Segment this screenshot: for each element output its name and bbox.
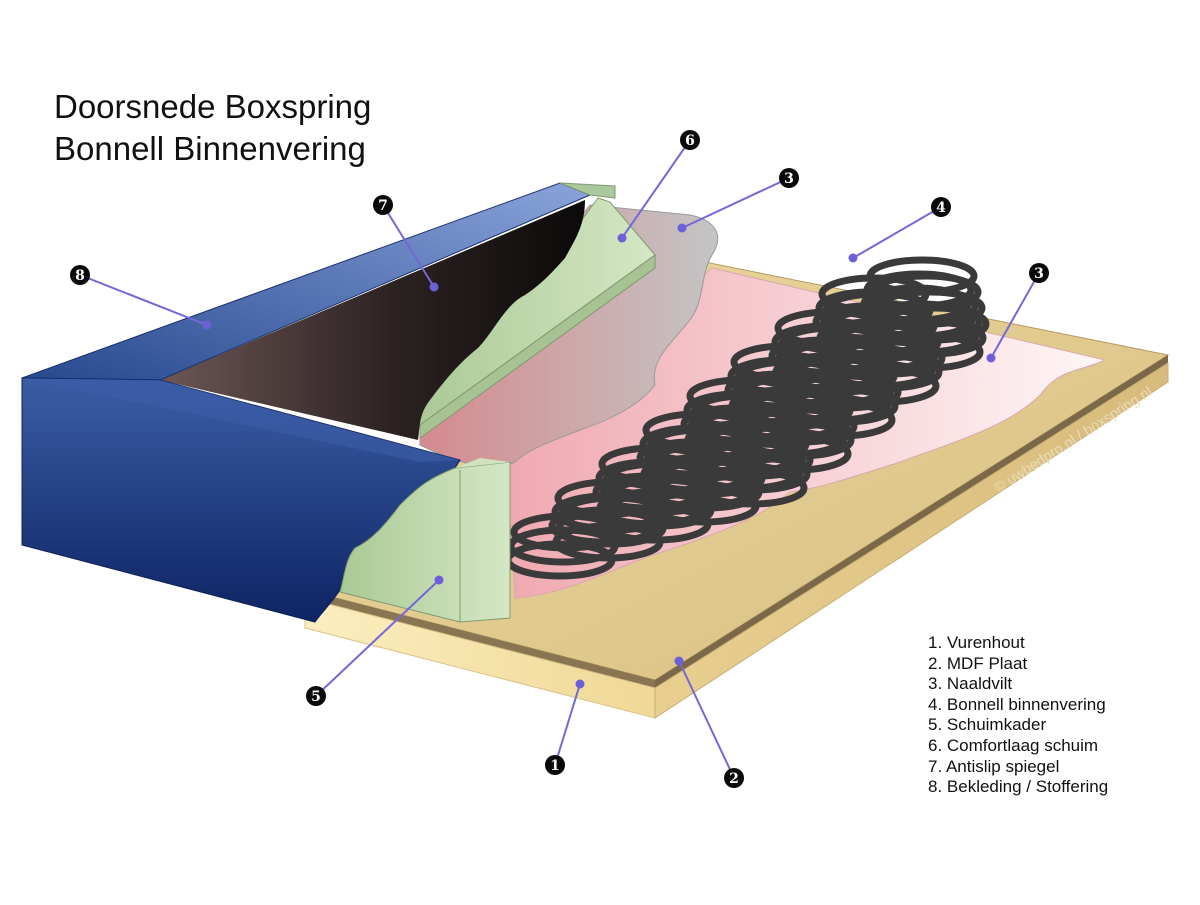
leader-anchor-dots bbox=[202, 223, 996, 689]
spring-coil-100 bbox=[875, 318, 987, 358]
upholstery-front-top bbox=[22, 378, 460, 462]
callout-7-number: 7 bbox=[378, 198, 388, 214]
callout-5-disc bbox=[306, 686, 326, 706]
callout-2-number: 2 bbox=[729, 771, 739, 787]
mdf-edge bbox=[305, 590, 655, 688]
anchor-3-right bbox=[986, 353, 996, 363]
spring-coil-97 bbox=[831, 352, 943, 392]
spring-coil-101 bbox=[878, 304, 990, 344]
anchor-5 bbox=[434, 575, 444, 585]
leader-4 bbox=[852, 206, 942, 259]
bonnell-springs bbox=[504, 256, 990, 580]
anchor-4 bbox=[848, 253, 858, 263]
spring-coil-91 bbox=[743, 420, 855, 460]
spring-coil-94 bbox=[787, 386, 899, 426]
callout-4: 4 bbox=[931, 197, 951, 217]
diagram-title-line-2: Bonnell Binnenvering bbox=[54, 130, 366, 167]
leader-6 bbox=[621, 139, 691, 239]
spring-coil-96 bbox=[828, 366, 940, 406]
callout-5-number: 5 bbox=[311, 689, 321, 705]
callout-6: 6 bbox=[680, 130, 700, 150]
legend-item-7: 7. Antislip spiegel bbox=[928, 756, 1060, 776]
legend-item-8: 8. Bekleding / Stoffering bbox=[928, 777, 1109, 797]
callout-3-right: 3 bbox=[1029, 263, 1049, 283]
callout-8-number: 8 bbox=[75, 268, 85, 284]
spring-coil-87 bbox=[696, 468, 808, 508]
legend-item-1: 1. Vurenhout bbox=[928, 633, 1025, 652]
callout-6-number: 6 bbox=[685, 133, 695, 149]
callout-2: 2 bbox=[724, 768, 744, 788]
comfort-foam-edge bbox=[419, 254, 656, 439]
callout-5: 5 bbox=[306, 686, 326, 706]
legend-item-2: 2. MDF Plaat bbox=[928, 653, 1028, 673]
callout-leaders bbox=[79, 139, 1040, 779]
leader-5 bbox=[315, 579, 440, 697]
spring-coil-90 bbox=[740, 434, 852, 474]
callout-1-disc bbox=[545, 755, 565, 775]
callout-3-top-disc bbox=[779, 168, 799, 188]
leader-1 bbox=[554, 683, 581, 766]
callout-3-right-number: 3 bbox=[1034, 266, 1044, 282]
mdf-edge-side bbox=[655, 355, 1168, 688]
callout-8: 8 bbox=[70, 265, 90, 285]
legend-item-3: 3. Naaldvilt bbox=[928, 674, 1013, 694]
leader-3-right bbox=[990, 272, 1040, 359]
callout-2-disc bbox=[724, 768, 744, 788]
anchor-8 bbox=[202, 320, 212, 330]
antislip-panel bbox=[160, 200, 585, 440]
leader-3-top bbox=[681, 177, 790, 229]
foam-frame-top bbox=[455, 458, 510, 468]
diagram-title-line-1: Doorsnede Boxspring bbox=[54, 88, 372, 125]
callout-7-disc bbox=[373, 195, 393, 215]
anchor-3-top bbox=[677, 223, 687, 233]
anchor-1 bbox=[575, 679, 585, 689]
wood-side-face bbox=[654, 362, 1169, 719]
spring-coil-99 bbox=[872, 332, 984, 372]
callout-4-disc bbox=[931, 197, 951, 217]
callout-1-number: 1 bbox=[550, 758, 560, 774]
legend-item-6: 6. Comfortlaag schuim bbox=[928, 735, 1099, 755]
callout-8-disc bbox=[70, 265, 90, 285]
anchor-2 bbox=[674, 656, 684, 666]
callout-6-disc bbox=[680, 130, 700, 150]
anchor-6 bbox=[617, 233, 627, 243]
callout-3-top-number: 3 bbox=[784, 171, 794, 187]
callout-4-number: 4 bbox=[936, 200, 946, 216]
callout-3-top: 3 bbox=[779, 168, 799, 188]
upholstery-top-cap bbox=[559, 182, 616, 199]
anchor-7 bbox=[429, 282, 439, 292]
callout-3-right-disc bbox=[1029, 263, 1049, 283]
legend-item-4: 4. Bonnell binnenvering bbox=[928, 694, 1106, 714]
legend-item-5: 5. Schuimkader bbox=[928, 715, 1047, 735]
spring-coil-93 bbox=[784, 400, 896, 440]
callout-7: 7 bbox=[373, 195, 393, 215]
foam-frame bbox=[339, 461, 511, 623]
leader-7 bbox=[382, 204, 435, 288]
leader-2 bbox=[678, 660, 735, 779]
callout-1: 1 bbox=[545, 755, 565, 775]
leader-8 bbox=[79, 274, 208, 326]
spring-coil-88 bbox=[699, 454, 811, 494]
parts-legend: 1. Vurenhout 2. MDF Plaat 3. Naaldvilt 4… bbox=[928, 633, 1108, 798]
